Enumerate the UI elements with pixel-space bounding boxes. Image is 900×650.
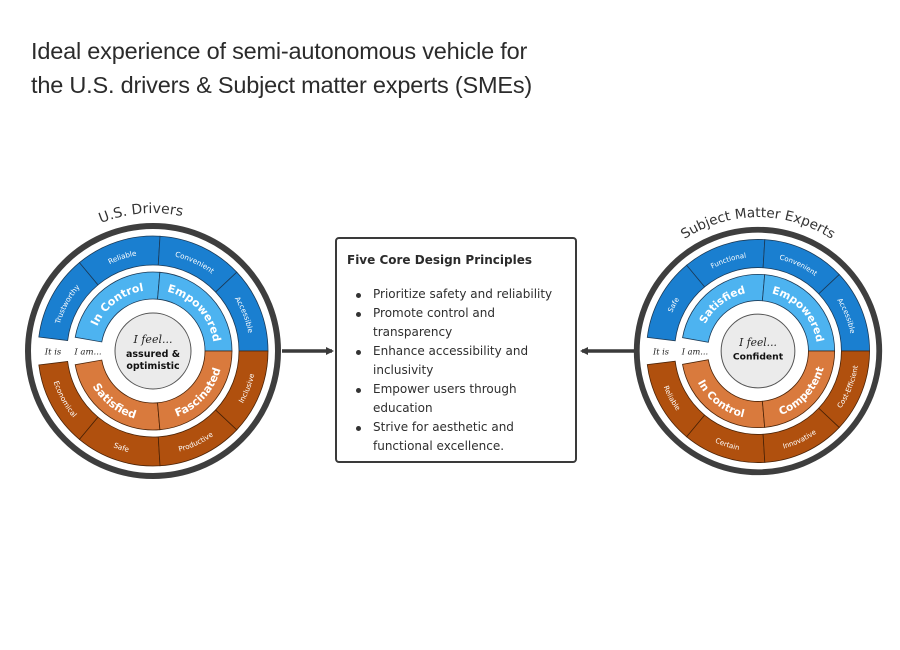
feeling-text: assured & bbox=[126, 349, 180, 360]
it-is-bottom-segment bbox=[38, 361, 99, 440]
principles-heading: Five Core Design Principles bbox=[347, 253, 532, 267]
i-am-bottom-segment bbox=[761, 350, 836, 428]
i-feel-label: I feel... bbox=[738, 336, 777, 349]
i-am-bottom-segment bbox=[682, 359, 766, 429]
center-disc bbox=[114, 312, 192, 390]
it-is-bottom-segment bbox=[762, 407, 840, 463]
it-is-label: It is bbox=[652, 346, 669, 356]
principle-item: Empower users through education bbox=[356, 380, 573, 418]
i-feel-label: I feel... bbox=[133, 333, 173, 346]
it-is-bottom-segment bbox=[686, 414, 766, 463]
title-line-2: the U.S. drivers & Subject matter expert… bbox=[31, 72, 533, 98]
it-is-bottom-segment bbox=[646, 360, 706, 438]
page-title: Ideal experience of semi-autonomous vehi… bbox=[31, 34, 532, 102]
it-is-bottom-segment bbox=[818, 350, 870, 428]
it-is-bottom-segment bbox=[215, 350, 269, 431]
principle-item: Enhance accessibility and inclusivity bbox=[356, 342, 573, 380]
principles-list: Prioritize safety and reliability Promot… bbox=[337, 285, 573, 456]
it-is-bottom-segment bbox=[157, 409, 238, 467]
i-am-bottom-segment bbox=[74, 359, 161, 431]
outer-ring bbox=[633, 226, 883, 476]
wheel-title: U.S. Drivers bbox=[97, 201, 185, 227]
principle-item: Promote control and transparency bbox=[356, 304, 573, 342]
it-is-bottom-segment bbox=[78, 416, 161, 467]
principle-item: Prioritize safety and reliability bbox=[356, 285, 573, 304]
i-am-label: I am... bbox=[73, 348, 101, 358]
design-principles-box: Five Core Design Principles Prioritize s… bbox=[335, 237, 577, 463]
outer-ring bbox=[25, 223, 281, 479]
feeling-text: Confident bbox=[733, 352, 784, 363]
i-am-bottom-segment bbox=[157, 350, 233, 431]
principle-item: Strive for aesthetic and functional exce… bbox=[356, 418, 573, 456]
title-line-1: Ideal experience of semi-autonomous vehi… bbox=[31, 38, 528, 64]
i-am-label: I am... bbox=[681, 346, 708, 356]
feeling-text: optimistic bbox=[126, 361, 179, 372]
wheel-title: Subject Matter Experts bbox=[678, 205, 838, 242]
it-is-label: It is bbox=[44, 348, 62, 358]
center-disc bbox=[720, 313, 796, 389]
